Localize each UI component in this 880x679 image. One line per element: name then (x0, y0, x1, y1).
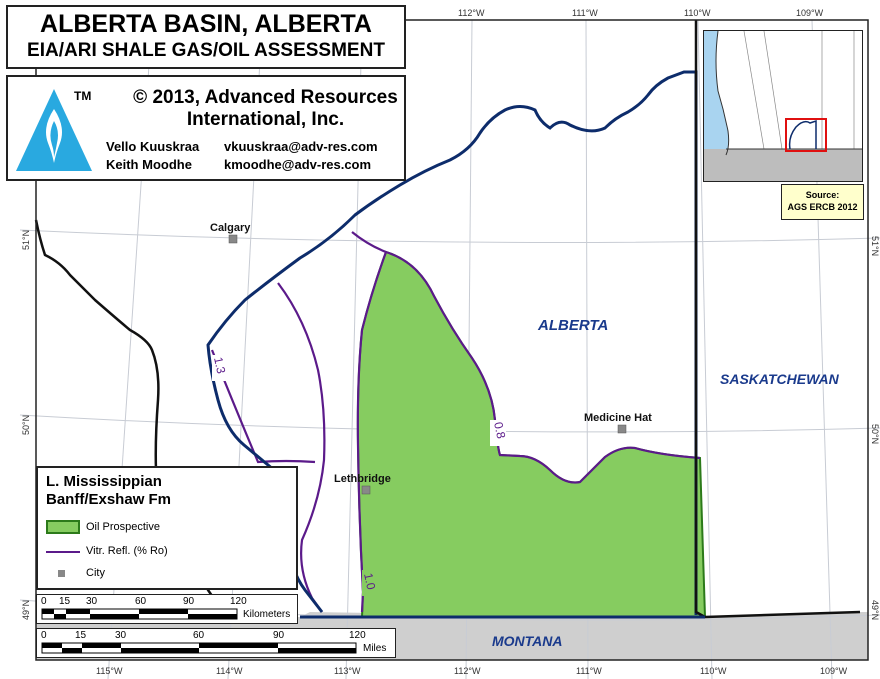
scale-tick-label: 60 (135, 596, 147, 607)
inset-basin-outline (788, 119, 817, 150)
scale-tick-label: 30 (86, 596, 98, 607)
scale-tick-label: 120 (349, 630, 366, 641)
longitude-label: 113°W (334, 666, 361, 676)
source-box: Source: AGS ERCB 2012 (781, 184, 864, 220)
legend-title-line: L. Mississippian (46, 473, 162, 490)
title-box: ALBERTA BASIN, ALBERTA EIA/ARI SHALE GAS… (6, 5, 406, 69)
graticule-line (19, 229, 880, 243)
contact-name: Vello Kuuskraa (106, 139, 200, 154)
scale-tick-label: 0 (41, 596, 47, 607)
province-border (694, 20, 706, 619)
scale-unit-label: Kilometers (243, 609, 291, 620)
city-marker-lethbridge (361, 485, 371, 495)
scale-tick-label: 15 (59, 596, 71, 607)
map-title: ALBERTA BASIN, ALBERTA (40, 10, 372, 38)
longitude-label: 112°W (454, 666, 481, 676)
scale-tick-label: 120 (230, 596, 247, 607)
scale-bar-graphic (41, 642, 357, 654)
scale-tick-label: 90 (183, 596, 195, 607)
oil-prospective-area (356, 250, 707, 618)
scale-unit-label: Miles (363, 643, 387, 654)
copyright-line: © 2013, Advanced Resources (133, 87, 398, 108)
copyright-text: © 2013, Advanced Resources International… (128, 87, 403, 131)
longitude-label: 110°W (700, 666, 727, 676)
map-subtitle: EIA/ARI SHALE GAS/OIL ASSESSMENT (27, 40, 385, 61)
region-label-alberta: ALBERTA (537, 317, 608, 334)
inset-ocean (704, 31, 729, 155)
contour-label-bg (362, 570, 376, 596)
source-text: AGS ERCB 2012 (787, 202, 858, 212)
legend-swatch-contour (46, 551, 80, 553)
scale-tick-label: 60 (193, 630, 205, 641)
basin-outline (206, 70, 698, 615)
source-label: Source: (805, 190, 840, 200)
longitude-label: 109°W (820, 666, 848, 676)
contact-name: Keith Moodhe (106, 157, 192, 172)
latitude-label: 49°N (870, 600, 880, 620)
longitude-label: 115°W (96, 666, 123, 676)
longitude-label: 111°W (572, 8, 598, 18)
scale-tick-label: 0 (41, 630, 47, 641)
contour-label-0-8: 0.8 (491, 421, 508, 441)
latitude-label: 50°N (21, 415, 31, 435)
legend-label: Vitr. Refl. (% Ro) (86, 545, 168, 557)
legend-label: City (86, 567, 105, 579)
city-marker-calgary (228, 234, 238, 244)
longitude-label: 109°W (796, 8, 824, 18)
contour-labels: 1.3 0.8 1.0 (211, 355, 508, 596)
city-marker-medicine-hat (617, 424, 627, 434)
inset-map (703, 30, 863, 182)
graticule-line (697, 19, 713, 679)
latitude-label: 49°N (21, 600, 31, 620)
contour-line-0-8 (351, 231, 701, 484)
city-label: Lethbridge (334, 473, 391, 485)
contact-email[interactable]: kmoodhe@adv-res.com (224, 157, 372, 172)
longitude-label: 110°W (684, 8, 711, 18)
contour-label-1-3: 1.3 (211, 356, 228, 376)
contour-line-1-3 (277, 282, 326, 613)
copyright-line: International, Inc. (186, 109, 345, 130)
scale-bar-km: 0 15 30 60 90 120 Kilometers (36, 594, 298, 624)
legend-swatch-city (58, 570, 65, 577)
legend-label: Oil Prospective (86, 521, 160, 533)
map-frame (35, 19, 869, 661)
contour-label-1-0: 1.0 (361, 572, 378, 592)
region-label-saskatchewan: SASKATCHEWAN (720, 371, 840, 387)
inset-locator-box (785, 118, 827, 152)
scale-tick-label: 90 (273, 630, 285, 641)
ari-logo-icon (16, 89, 92, 171)
region-label-montana: MONTANA (492, 633, 563, 649)
longitude-label: 114°W (216, 666, 243, 676)
inset-coastline (715, 31, 730, 156)
legend: L. Mississippian Banff/Exshaw Fm Oil Pro… (36, 466, 298, 590)
latitude-label: 50°N (870, 424, 880, 444)
inset-map-canvas (704, 31, 862, 181)
contour-label-bg (490, 420, 506, 446)
latitude-label: 51°N (21, 230, 31, 250)
legend-title-line: Banff/Exshaw Fm (46, 491, 172, 508)
credit-box: TM © 2013, Advanced Resources Internatio… (6, 75, 406, 181)
scale-bar-miles: 0 15 30 60 90 120 Miles (36, 628, 396, 658)
contact-email[interactable]: vkuuskraa@adv-res.com (224, 139, 378, 154)
scale-bar-graphic (41, 608, 238, 620)
contour-label-bg (212, 355, 226, 381)
longitude-label: 112°W (458, 8, 485, 18)
trademark-mark: TM (74, 89, 92, 103)
city-label: Calgary (210, 222, 251, 234)
longitude-label: 111°W (576, 666, 602, 676)
latitude-label: 51°N (870, 236, 880, 256)
city-label: Medicine Hat (584, 412, 652, 424)
legend-swatch-oil (46, 520, 80, 534)
inset-usa (704, 149, 862, 181)
contour-line-1-0 (356, 251, 388, 613)
scale-tick-label: 30 (115, 630, 127, 641)
province-border-south (704, 610, 861, 619)
scale-tick-label: 15 (75, 630, 87, 641)
city-markers (228, 234, 627, 495)
legend-title: L. Mississippian Banff/Exshaw Fm (46, 473, 171, 509)
